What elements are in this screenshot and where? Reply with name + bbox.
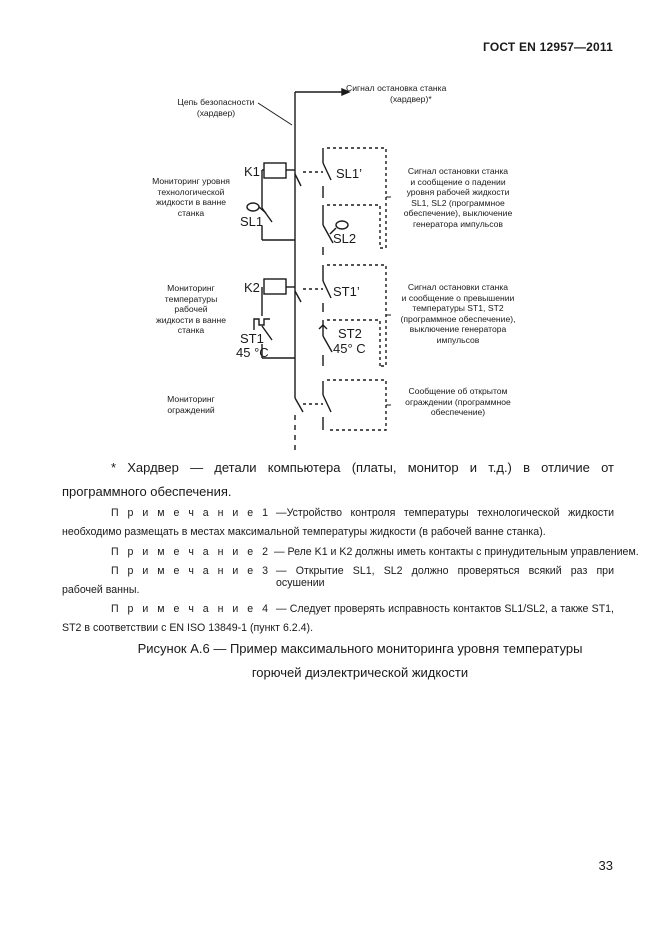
note-4: П р и м е ч а н и е 4 — Следует проверят… bbox=[111, 603, 614, 615]
level-monitoring-label: Мониторинг уровня технологической жидкос… bbox=[152, 176, 230, 218]
note-1-prefix: П р и м е ч а н и е 1 bbox=[111, 507, 271, 519]
st1p-label: ST1’ bbox=[333, 284, 360, 299]
guard-monitoring-label: Мониторинг ограждений bbox=[167, 394, 215, 415]
figure-caption-line-1: Рисунок А.6 — Пример максимального монит… bbox=[137, 641, 583, 656]
level-signal-description: Сигнал остановки станка и сообщение о па… bbox=[403, 166, 513, 229]
temperature-monitoring-label: Мониторинг температуры рабочей жидкости … bbox=[155, 283, 227, 336]
top-signal-label: Сигнал остановка станка (хардвер)* bbox=[346, 83, 447, 104]
figure-caption-line-2: горючей диэлектрической жидкости bbox=[251, 665, 469, 680]
sl1p-label: SL1’ bbox=[336, 166, 362, 181]
note-4-text: — Следует проверять исправность контакто… bbox=[276, 603, 614, 615]
note-3-cont: рабочей ванны. bbox=[62, 584, 140, 596]
page-number: 33 bbox=[598, 858, 613, 873]
sl1-label: SL1 bbox=[240, 214, 263, 229]
circuit-diagram: K1 SL1 SL1’ SL2 K2 ST1’ ST1 45 °C ST2 45… bbox=[236, 87, 391, 455]
note-3: П р и м е ч а н и е 3 — Открытие SL1, SL… bbox=[111, 565, 614, 589]
note-1-cont: необходимо размещать в местах максимальн… bbox=[62, 526, 546, 538]
document-header: ГОСТ EN 12957—2011 bbox=[482, 40, 613, 54]
footnote-line-2: программного обеспечения. bbox=[62, 484, 232, 499]
k2-label: K2 bbox=[244, 280, 260, 295]
note-2-text: — Реле K1 и K2 должны иметь контакты с п… bbox=[273, 546, 639, 558]
st2-label: ST2 bbox=[338, 326, 362, 341]
note-4-prefix: П р и м е ч а н и е 4 bbox=[111, 603, 271, 615]
note-1-text: —Устройство контроля температуры техноло… bbox=[276, 507, 614, 519]
st1-label: ST1 bbox=[240, 331, 264, 346]
note-1: П р и м е ч а н и е 1 —Устройство контро… bbox=[111, 507, 614, 519]
safety-chain-label: Цепь безопасности (хардвер) bbox=[177, 97, 255, 118]
guard-signal-description: Сообщение об открытом ограждении (програ… bbox=[405, 386, 511, 418]
k1-label: K1 bbox=[244, 164, 260, 179]
st1-temp-label: 45 °C bbox=[236, 345, 269, 360]
st2-temp-label: 45° C bbox=[333, 341, 366, 356]
temperature-signal-description: Сигнал остановки станка и сообщение о пр… bbox=[400, 282, 516, 345]
note-3-prefix: П р и м е ч а н и е 3 bbox=[111, 565, 271, 577]
note-2-prefix: П р и м е ч а н и е 2 bbox=[111, 546, 271, 558]
note-3-text: — Открытие SL1, SL2 должно проверяться в… bbox=[276, 565, 614, 589]
footnote-line-1: * Хардвер — детали компьютера (платы, мо… bbox=[111, 460, 614, 475]
sl2-label: SL2 bbox=[333, 231, 356, 246]
note-2: П р и м е ч а н и е 2 — Реле K1 и K2 дол… bbox=[111, 546, 639, 558]
note-4-cont: ST2 в соответствии с EN ISO 13849-1 (пун… bbox=[62, 622, 314, 634]
